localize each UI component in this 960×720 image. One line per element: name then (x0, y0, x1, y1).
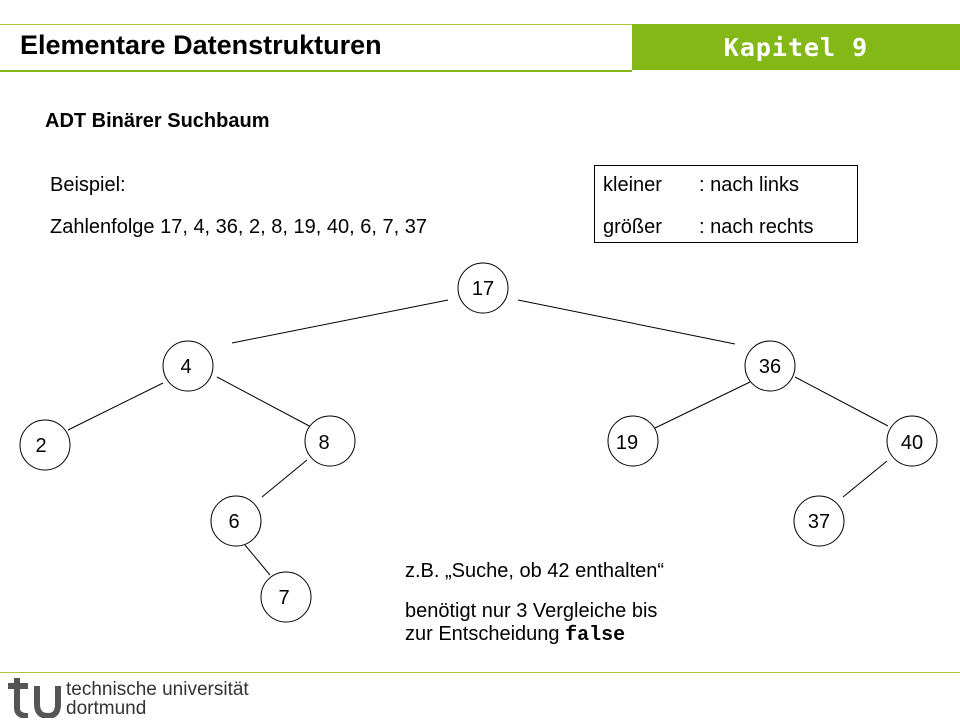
node-label: 17 (472, 278, 494, 300)
node-label: 4 (180, 356, 191, 378)
note-false-code: false (565, 624, 626, 647)
note-decision: zur Entscheidung false (405, 623, 625, 647)
number-sequence: Zahlenfolge 17, 4, 36, 2, 8, 19, 40, 6, … (50, 216, 427, 238)
university-name: technische universität dortmund (66, 680, 249, 718)
tree-node-4: 4 (162, 340, 214, 392)
chapter-badge: Kapitel 9 (632, 24, 960, 70)
example-label: Beispiel: (50, 174, 126, 196)
legend-key: größer (603, 216, 662, 238)
node-label: 19 (616, 432, 638, 454)
top-rule (0, 24, 960, 25)
note-search-example: z.B. „Suche, ob 42 enthalten“ (405, 560, 665, 582)
tree-node-6: 6 (210, 495, 262, 547)
legend-row-left: kleiner : nach links (603, 174, 799, 197)
tree-node-40: 40 (886, 415, 938, 467)
tree-edges (67, 299, 889, 576)
node-label: 36 (759, 356, 781, 378)
legend-row-right: größer : nach rechts (603, 216, 814, 239)
tree-node-17: 17 (457, 262, 509, 314)
tree-node-37: 37 (793, 495, 845, 547)
tree-edge (231, 299, 449, 344)
university-line: technische universität (66, 679, 249, 700)
title-rule (0, 70, 632, 72)
node-label: 7 (278, 587, 289, 609)
node-label: 8 (318, 432, 329, 454)
node-label: 2 (35, 435, 46, 457)
tree-node-19: 19 (607, 415, 659, 467)
tree-edge (261, 459, 308, 498)
node-label: 6 (228, 511, 239, 533)
legend-key: kleiner (603, 174, 662, 196)
tree-edge (842, 460, 888, 498)
tree-node-8: 8 (304, 415, 356, 467)
tree-edge (244, 544, 271, 576)
tree-edge (517, 299, 736, 345)
tree-edge (67, 382, 164, 431)
tree-node-7: 7 (260, 571, 312, 623)
university-line: dortmund (66, 698, 147, 719)
node-label: 37 (808, 511, 830, 533)
tree-node-36: 36 (744, 340, 796, 392)
tree-node-2: 2 (19, 419, 71, 471)
slide-subtitle: ADT Binärer Suchbaum (45, 110, 270, 132)
tree-edge (652, 381, 751, 430)
page-title: Elementare Datenstrukturen (20, 30, 382, 60)
legend-value: : nach links (699, 174, 800, 196)
tree-edge (216, 376, 314, 429)
bottom-rule (0, 672, 960, 673)
legend-box: kleiner : nach links größer : nach rechts (594, 165, 858, 243)
note-decision-text: zur Entscheidung (405, 623, 566, 645)
legend-value: : nach rechts (699, 216, 814, 238)
tu-logo-icon (8, 678, 61, 718)
node-label: 40 (901, 432, 923, 454)
note-comparisons: benötigt nur 3 Vergleiche bis (405, 600, 658, 622)
tree-edge (794, 376, 889, 427)
